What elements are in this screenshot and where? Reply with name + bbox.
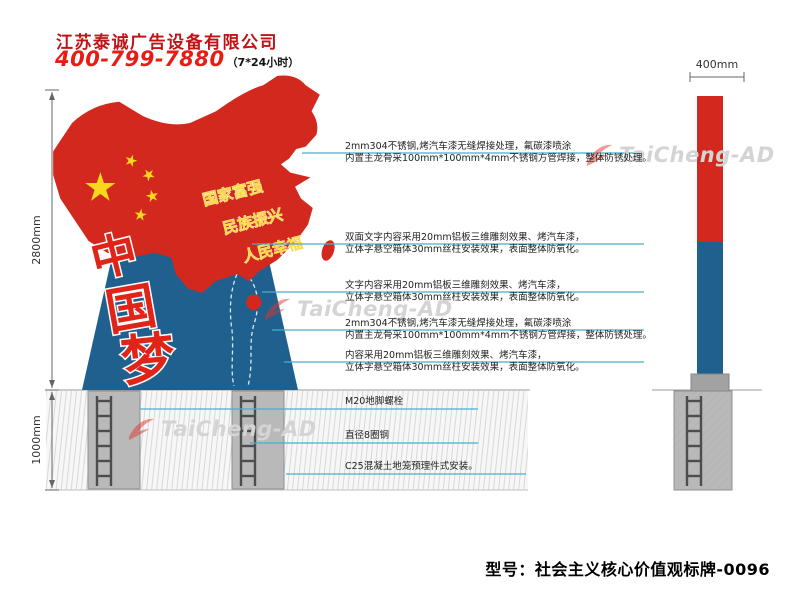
dream-char-2: 国 <box>101 275 160 342</box>
taicheng-logo-icon <box>129 418 154 440</box>
annotation-text: C25混凝土地笼预理件式安装。 <box>345 461 478 472</box>
leader-lines <box>140 152 644 475</box>
annotation-3: 文字内容采用20mm铝板三维雕刻效果、烤汽车漆， 立体字悬空箱体30mm丝柱安装… <box>345 280 585 304</box>
dimension-lines <box>45 72 745 491</box>
taicheng-logo-icon <box>265 298 290 320</box>
sideview-top-red <box>697 96 723 242</box>
annotation-7: 直径8圈钢 <box>345 430 389 442</box>
phone-number: 400-799-7880 <box>55 47 225 71</box>
annotation-4: 2mm304不锈钢,烤汽车漆无缝焊接处理，氟碳漆喷涂 内置主龙骨采100mm*1… <box>345 318 652 342</box>
rebar-ladder-sideview <box>685 396 703 486</box>
watermark-text: TaiCheng-AD <box>619 143 775 167</box>
annotation-1: 2mm304不锈钢,烤汽车漆无缝焊接处理，氟碳漆喷涂 内置主龙骨采100mm*1… <box>345 141 652 165</box>
annotation-8: C25混凝土地笼预理件式安装。 <box>345 461 478 473</box>
annotation-text: 内置主龙骨采100mm*100mm*4mm不锈钢方管焊接，整体防锈处理。 <box>345 153 652 164</box>
hainan-island-shape <box>246 294 262 311</box>
annotation-text: 文字内容采用20mm铝板三维雕刻效果、烤汽车漆， <box>345 280 566 291</box>
watermark: TaiCheng-AD <box>584 142 775 168</box>
dimension-arrows <box>49 92 55 488</box>
rebar-ladder-right <box>239 396 257 486</box>
rebar-ladder-left <box>95 396 113 486</box>
taicheng-logo-icon <box>587 144 612 166</box>
hotline-note: （7*24小时） <box>226 56 300 69</box>
dim-total-height: 2800mm <box>30 215 43 264</box>
sideview-base-plate <box>690 373 730 392</box>
annotation-text: 内容采用20mm铝板三维雕刻效果、烤汽车漆， <box>345 350 547 361</box>
hidden-structure-dashed-outline <box>229 267 259 387</box>
watermark-text: TaiCheng-AD <box>161 417 317 441</box>
annotation-text: 立体字悬空箱体30mm丝柱安装效果，表面整体防氧化。 <box>345 292 585 303</box>
annotation-text: 2mm304不锈钢,烤汽车漆无缝焊接处理，氟碳漆喷涂 <box>345 318 572 329</box>
annotation-2: 双面文字内容采用20mm铝板三维雕刻效果、烤汽车漆， 立体字悬空箱体30mm丝柱… <box>345 232 585 256</box>
annotation-text: 双面文字内容采用20mm铝板三维雕刻效果、烤汽车漆， <box>345 232 585 243</box>
taiwan-island-shape <box>321 240 335 261</box>
annotation-text: 内置主龙骨采100mm*100mm*4mm不锈钢方管焊接，整体防锈处理。 <box>345 330 652 341</box>
dim-side-width: 400mm <box>696 58 738 71</box>
watermark: TaiCheng-AD <box>262 296 453 322</box>
annotation-text: 立体字悬空箱体30mm丝柱安装效果，表面整体防氧化。 <box>345 244 585 255</box>
sideview-bottom-blue <box>697 242 723 374</box>
annotation-text: 立体字悬空箱体30mm丝柱安装效果，表面整体防氧化。 <box>345 362 585 373</box>
annotation-text: M20地脚螺栓 <box>345 396 404 407</box>
model-number: 型号：社会主义核心价值观标牌-0096 <box>485 560 770 579</box>
china-map-shape <box>53 75 320 293</box>
concrete-pier-sideview-hatch <box>674 391 732 490</box>
watermark: TaiCheng-AD <box>126 416 317 442</box>
company-name: 江苏泰诚广告设备有限公司 <box>56 33 278 53</box>
dim-foundation-depth: 1000mm <box>30 415 43 464</box>
annotation-text: 2mm304不锈钢,烤汽车漆无缝焊接处理，氟碳漆喷涂 <box>345 141 572 152</box>
annotation-text: 直径8圈钢 <box>345 430 390 441</box>
annotation-6: M20地脚螺栓 <box>345 396 403 408</box>
watermark-text: TaiCheng-AD <box>297 297 453 321</box>
hotline: 400-799-7880（7*24小时） <box>55 47 299 71</box>
annotation-5: 内容采用20mm铝板三维雕刻效果、烤汽车漆， 立体字悬空箱体30mm丝柱安装效果… <box>345 350 585 374</box>
dream-char-3: 梦 <box>118 324 178 393</box>
